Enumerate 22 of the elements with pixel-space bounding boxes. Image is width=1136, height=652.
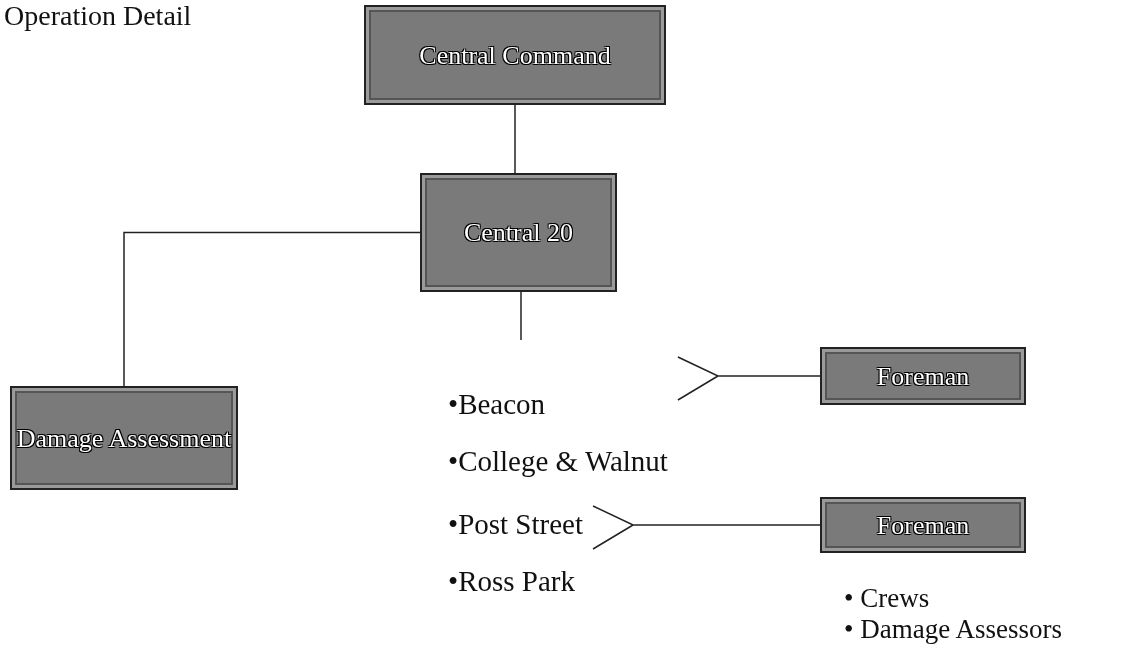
connector-line <box>514 104 516 174</box>
foreman-box <box>820 347 1026 405</box>
box-label: Central Command <box>419 40 611 70</box>
box-label: Damage Assessment <box>16 423 232 453</box>
note-text: • Damage Assessors <box>844 614 1062 644</box>
command-box <box>364 5 666 105</box>
box-label: Central 20 <box>464 218 573 247</box>
bracket-connector <box>592 505 821 550</box>
diagram-title: Operation Detail <box>4 0 192 32</box>
foreman-box <box>820 497 1026 553</box>
list-item: •Post Street <box>448 508 584 540</box>
bracket-connector <box>677 356 821 401</box>
list-item: •Beacon <box>448 388 546 420</box>
note-text: • Crews <box>844 583 930 613</box>
box-label: Foreman <box>876 361 970 391</box>
unit-box <box>10 386 238 490</box>
box-label: Foreman <box>876 510 970 540</box>
connector-line <box>520 291 522 341</box>
list-item: •College & Walnut <box>448 445 668 477</box>
unit-box <box>420 173 617 292</box>
connector-line <box>123 231 421 387</box>
list-item: •Ross Park <box>448 565 575 597</box>
